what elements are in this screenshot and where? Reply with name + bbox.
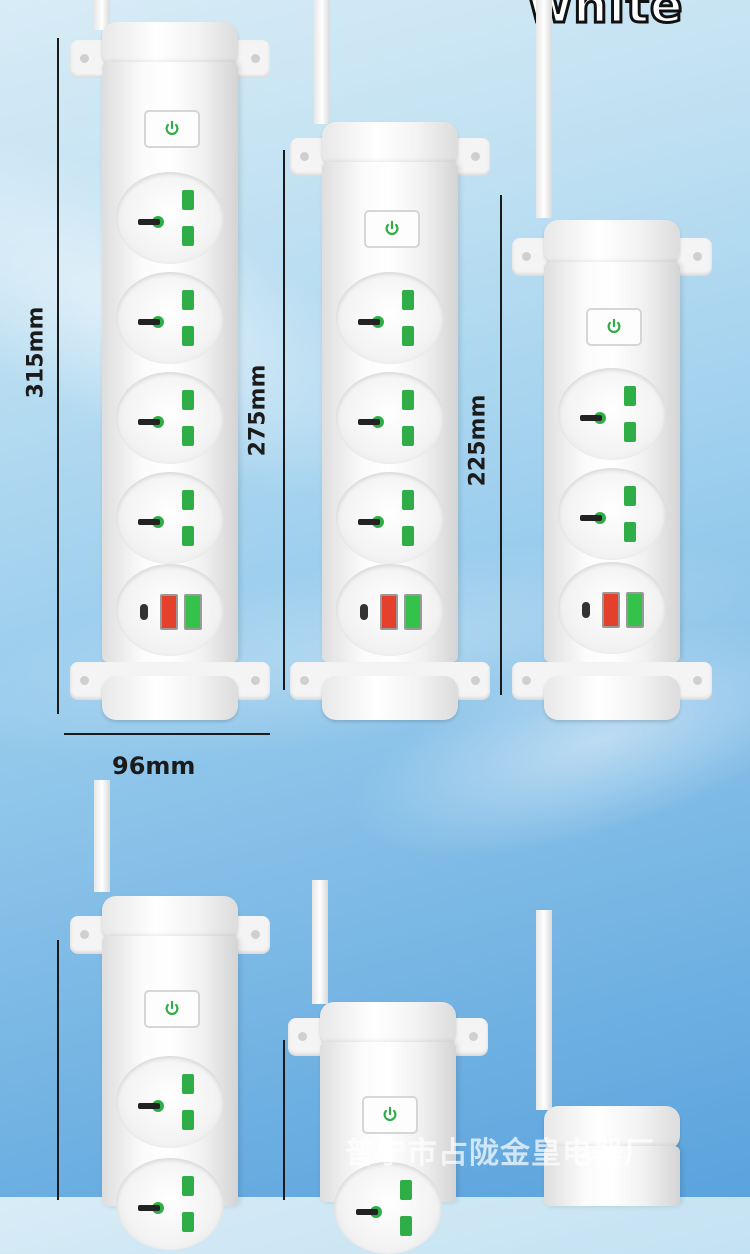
usb-a-port [184,594,202,630]
length-label-small: 225mm [465,394,491,487]
usb-c-port [140,604,148,620]
end-cap [544,676,680,720]
usb-c-port [582,602,590,618]
width-label: 96mm [112,752,196,780]
usb-port-group [116,564,224,656]
usb-a-port [626,592,644,628]
universal-socket [558,368,666,460]
end-cap [322,676,458,720]
power-cord [314,0,330,124]
power-icon [165,1000,179,1015]
universal-socket [558,468,666,560]
strip-body [322,162,458,662]
universal-socket [336,472,444,564]
usb-port-group [336,564,444,656]
universal-socket-icon [358,290,414,346]
length-dimension-line [283,1040,285,1200]
end-cap [102,676,238,720]
end-cap [544,220,680,264]
power-switch [586,308,642,346]
power-cord [94,780,110,892]
strip-body [102,62,238,662]
usb-a-fast-port [602,592,620,628]
universal-socket-icon [138,490,194,546]
power-icon [385,220,399,235]
length-dimension-line [500,195,502,695]
universal-socket [336,372,444,464]
strip-body [102,936,238,1250]
universal-socket [116,372,224,464]
length-label-large: 315mm [23,306,49,399]
power-cord [536,910,552,1110]
universal-socket-icon [356,1180,412,1236]
manufacturer-watermark: 普宁市占陇金皇电器厂 [345,1136,655,1171]
strip-body [544,262,680,662]
length-dimension-line [57,940,59,1200]
power-switch [364,210,420,248]
universal-socket-icon [358,390,414,446]
usb-a-port [404,594,422,630]
power-switch [144,110,200,148]
universal-socket-icon [138,1074,194,1130]
universal-socket-icon [580,386,636,442]
end-cap [544,1106,680,1150]
universal-socket [336,272,444,364]
power-cord [536,0,552,218]
strip-body [544,1146,680,1206]
width-dimension-line [64,733,270,735]
usb-a-fast-port [160,594,178,630]
usb-a-fast-port [380,594,398,630]
length-dimension-line [283,150,285,690]
universal-socket [116,272,224,364]
universal-socket-icon [138,190,194,246]
power-icon [607,318,621,333]
end-cap [102,22,238,66]
end-cap [320,1002,456,1046]
universal-socket [116,172,224,264]
universal-socket [116,1158,224,1250]
universal-socket-icon [138,390,194,446]
power-cord [312,880,328,1004]
universal-socket-icon [138,1176,194,1232]
end-cap [322,122,458,166]
usb-c-port [360,604,368,620]
universal-socket-icon [580,486,636,542]
power-icon [165,120,179,135]
power-icon [383,1106,397,1121]
end-cap [102,896,238,940]
universal-socket [116,472,224,564]
universal-socket [334,1162,442,1254]
power-switch [144,990,200,1028]
length-dimension-line [57,38,59,714]
power-switch [362,1096,418,1134]
length-label-medium: 275mm [245,364,271,457]
universal-socket [116,1056,224,1148]
universal-socket-icon [138,290,194,346]
strip-body [320,1042,456,1254]
power-cord [94,0,110,30]
color-heading: white [526,0,684,36]
usb-port-group [558,562,666,654]
universal-socket-icon [358,490,414,546]
